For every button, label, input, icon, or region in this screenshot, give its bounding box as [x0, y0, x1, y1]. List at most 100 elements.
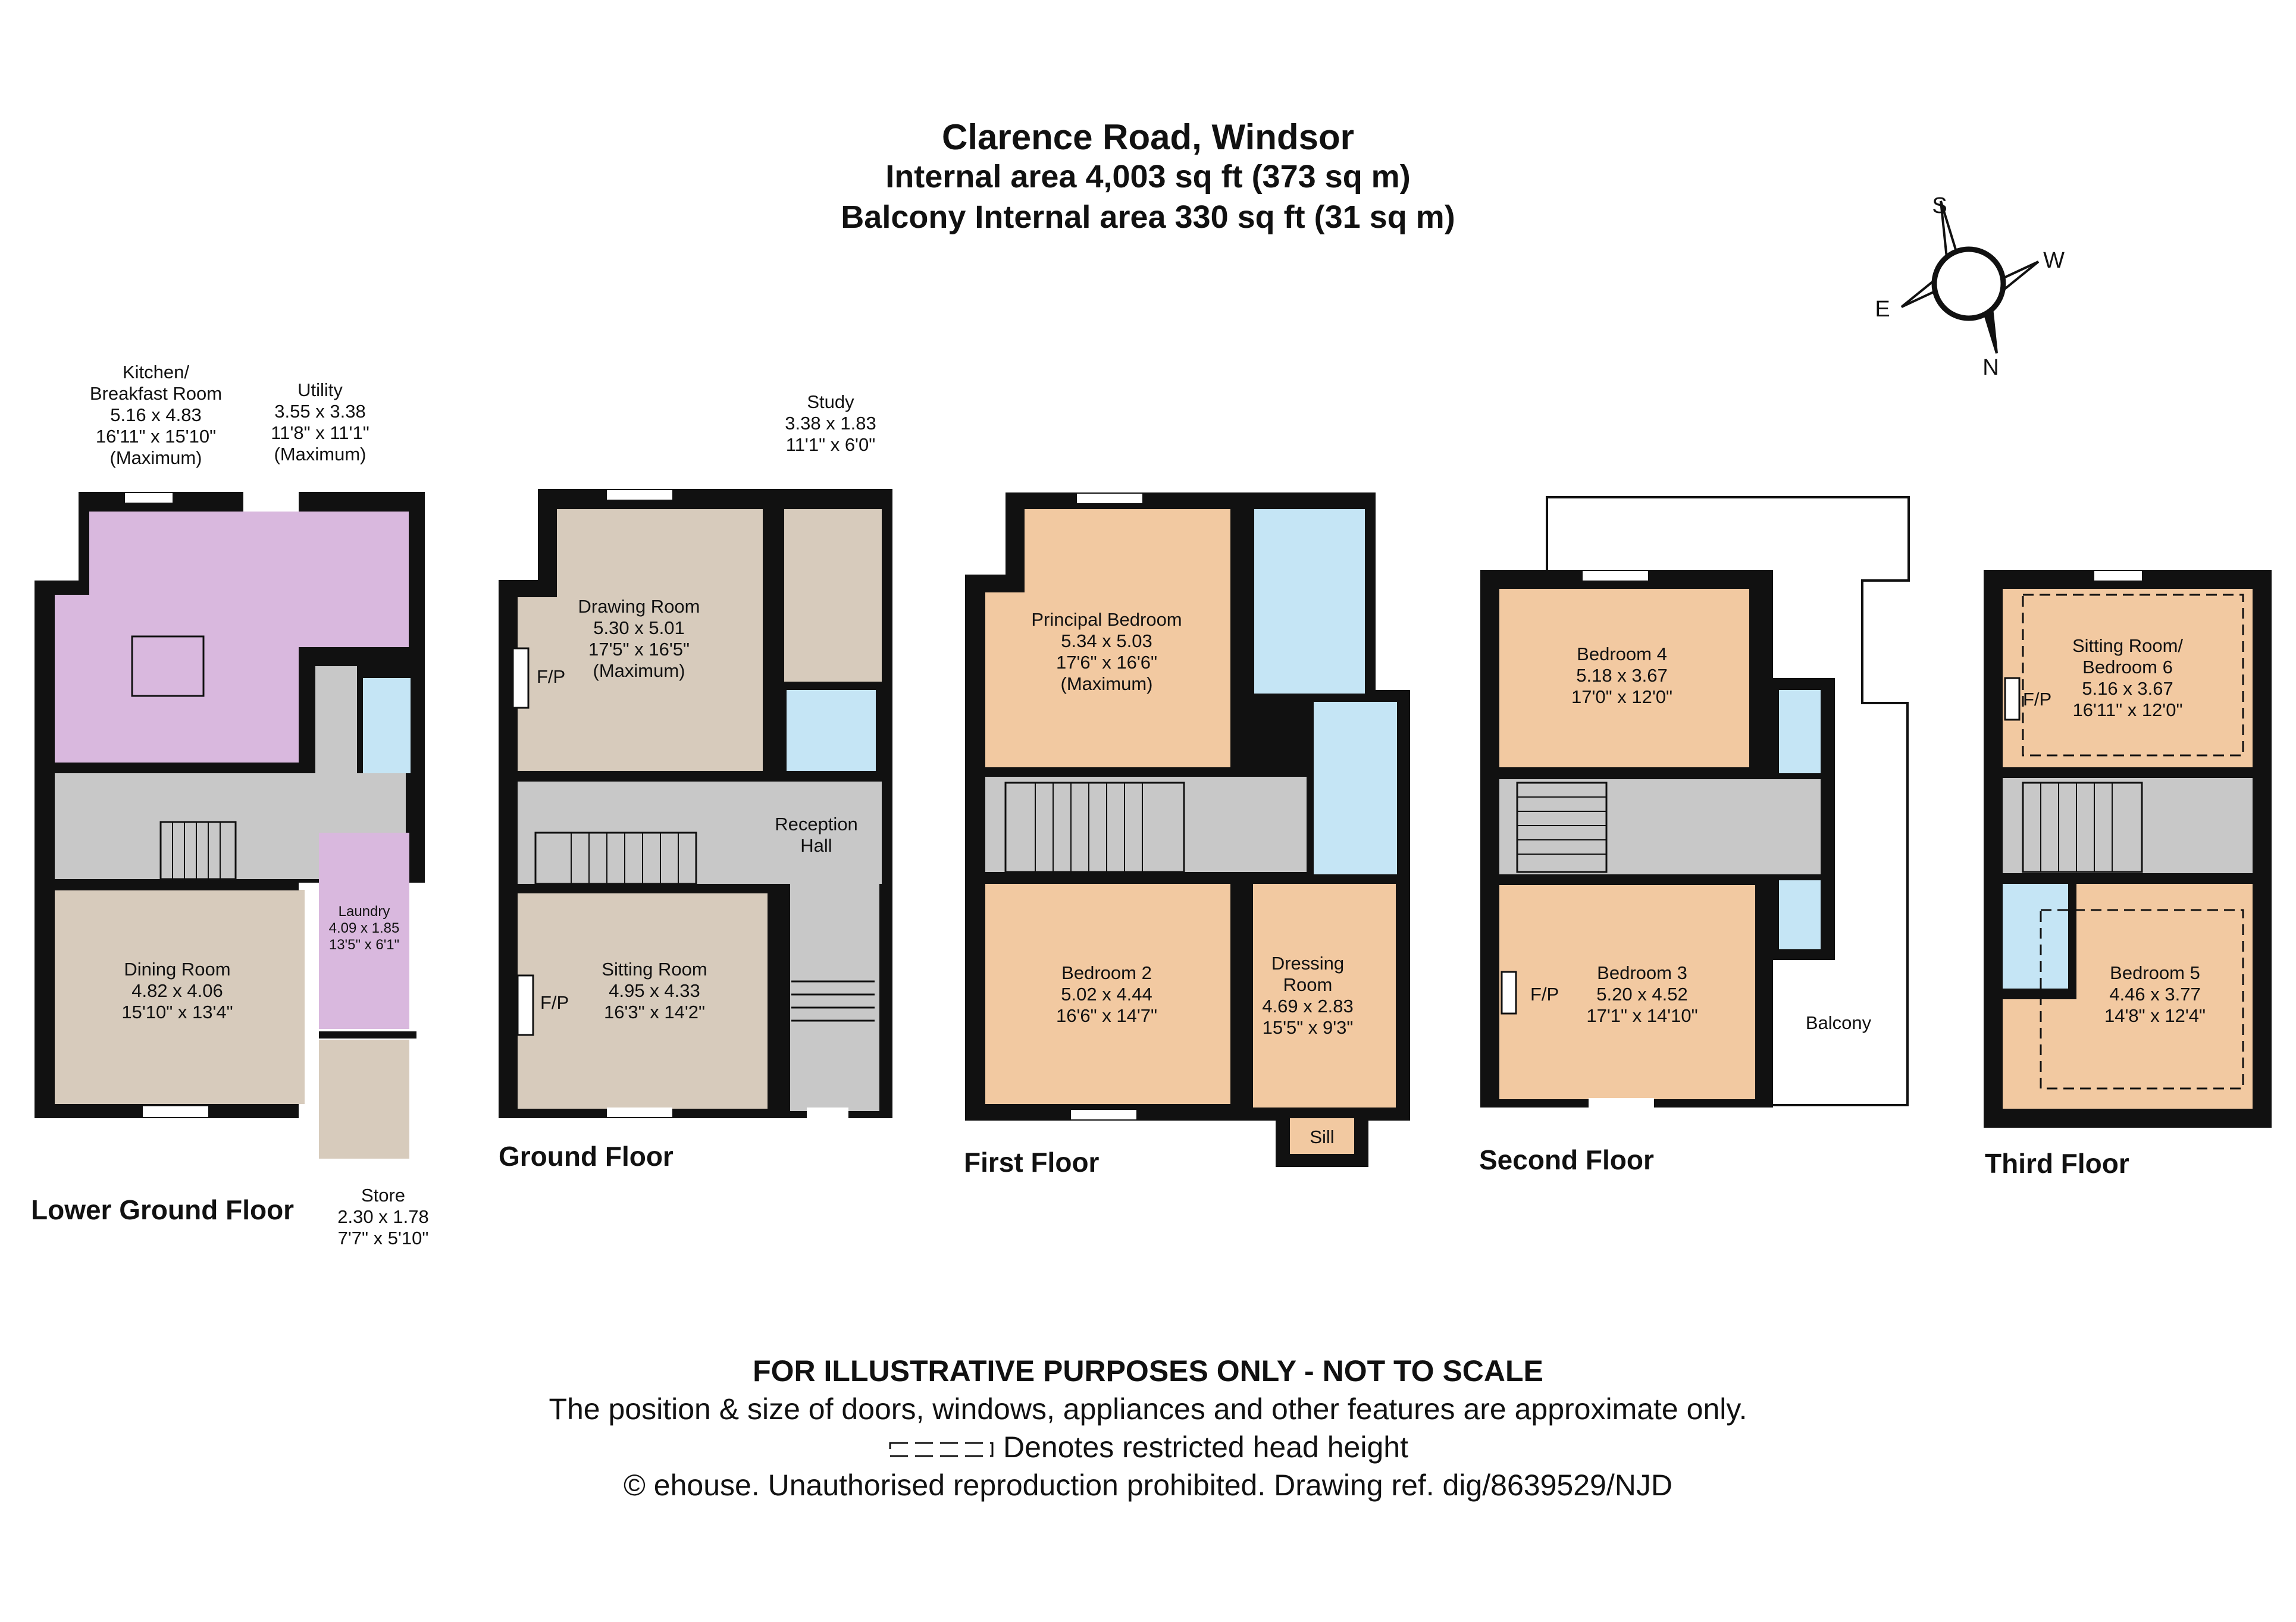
utility-label-4: (Maximum): [274, 444, 367, 465]
balcony-label: Balcony: [1806, 1012, 1872, 1033]
ff-window-top: [1077, 494, 1142, 503]
compass-label-w: W: [2043, 248, 2065, 273]
internal-area: Internal area 4,003 sq ft (373 sq m): [885, 159, 1411, 194]
tf-landing: [2003, 778, 2253, 873]
second-floor-title: Second Floor: [1479, 1144, 1654, 1175]
kitchen-label-5: (Maximum): [110, 447, 202, 468]
sitting6-label-4: 16'11" x 12'0": [2073, 699, 2183, 720]
ff-bedroom-2: [985, 884, 1230, 1104]
bedroom4-label-2: 5.18 x 3.67: [1576, 665, 1667, 686]
dining-label-3: 15'10" x 13'4": [121, 1002, 233, 1022]
lg-store: [319, 1040, 409, 1159]
sf-bedroom-4: [1499, 589, 1749, 767]
kitchen-label-2: Breakfast Room: [90, 383, 222, 404]
sf-stair-treads: [1517, 796, 1606, 855]
lg-utility-room: [235, 512, 409, 647]
ff-landing: [985, 777, 1307, 872]
dining-label-2: 4.82 x 4.06: [131, 980, 223, 1001]
tf-bathroom: [2003, 884, 2068, 989]
ff-stairs: [1004, 782, 1185, 873]
drawing-label-3: 17'5" x 16'5": [588, 639, 690, 660]
lower-ground-floor-title: Lower Ground Floor: [31, 1194, 294, 1225]
principal-label-4: (Maximum): [1061, 673, 1153, 694]
bedroom2-label-3: 16'6" x 14'7": [1056, 1005, 1157, 1026]
lg-island: [131, 635, 205, 697]
bedroom3-label-1: Bedroom 3: [1597, 962, 1687, 983]
tf-restricted-head-lower: [2040, 909, 2244, 1090]
sitting6-label-2: Bedroom 6: [2082, 657, 2173, 677]
second-floor-plan: [1480, 496, 1910, 1108]
lg-kitchen-upper: [89, 512, 238, 607]
position-note: The position & size of doors, windows, a…: [549, 1392, 1747, 1426]
ff-principal-bedroom: [985, 592, 1230, 767]
lg-dining-room: [55, 890, 305, 1104]
ff-stair-treads: [1035, 783, 1143, 872]
tf-bedroom-5-left: [2003, 999, 2086, 1109]
utility-label-2: 3.55 x 3.38: [274, 401, 365, 422]
laundry-label-3: 13'5" x 6'1": [329, 937, 399, 953]
lg-window-top: [125, 493, 173, 503]
compass: S W E N: [1875, 193, 2065, 380]
fp-sitting-label: F/P: [540, 992, 569, 1013]
principal-label-3: 17'6" x 16'6": [1056, 652, 1157, 673]
head-height-key: Denotes restricted head height: [0, 1430, 2296, 1464]
balcony-outline: [1546, 496, 1910, 1106]
bedroom4-label-1: Bedroom 4: [1577, 644, 1667, 664]
fp-drawing-label: F/P: [537, 666, 565, 687]
bedroom5-label-1: Bedroom 5: [2110, 962, 2200, 983]
gf-stair-treads: [571, 833, 679, 884]
lg-window-bottom: [143, 1106, 208, 1117]
kitchen-label-1: Kitchen/: [123, 362, 189, 382]
lg-wc: [363, 678, 411, 773]
ground-floor-plan: [499, 489, 892, 1118]
dressing-label-1: Dressing: [1271, 953, 1344, 974]
restricted-head-height-icon: [889, 1442, 994, 1457]
third-floor-title: Third Floor: [1985, 1148, 2129, 1179]
tf-fireplace: [2004, 677, 2021, 721]
sitting6-label-1: Sitting Room/: [2072, 635, 2183, 656]
gf-fireplace-sitting: [516, 974, 534, 1036]
gf-drawing-room: [557, 509, 763, 771]
bedroom5-label-3: 14'8" x 12'4": [2104, 1005, 2206, 1026]
store-label-3: 7'7" x 5'10": [338, 1228, 429, 1248]
compass-label-s: S: [1932, 193, 1947, 218]
plan-title: Clarence Road, Windsor: [942, 117, 1354, 157]
bedroom2-label-2: 5.02 x 4.44: [1061, 984, 1152, 1005]
principal-label-1: Principal Bedroom: [1031, 609, 1182, 630]
lg-stairs: [159, 821, 237, 880]
gf-reception-hall: [790, 782, 879, 1111]
drawing-label-1: Drawing Room: [578, 596, 700, 617]
ff-principal-upper: [1025, 509, 1230, 592]
disclaimer-text: FOR ILLUSTRATIVE PURPOSES ONLY - NOT TO …: [753, 1354, 1543, 1388]
principal-label-2: 5.34 x 5.03: [1061, 630, 1152, 651]
drawing-label-2: 5.30 x 5.01: [593, 617, 684, 638]
sf-bathroom-lower: [1779, 880, 1821, 949]
study-label-1: Study: [807, 391, 854, 412]
sitting-label-1: Sitting Room: [602, 959, 707, 980]
sf-window-top: [1583, 571, 1648, 581]
lg-stair-treads: [172, 822, 221, 879]
store-label-1: Store: [361, 1185, 405, 1206]
utility-label-3: 11'8" x 11'1": [271, 422, 369, 443]
dining-label-1: Dining Room: [124, 959, 230, 980]
sf-window-bottom: [1589, 1098, 1654, 1108]
dressing-label-4: 15'5" x 9'3": [1263, 1017, 1354, 1038]
tf-window-top: [2094, 571, 2142, 581]
gf-fireplace-drawing: [512, 647, 530, 709]
third-floor-plan: [1984, 570, 2272, 1128]
laundry-label-1: Laundry: [339, 903, 390, 920]
bedroom5-label-2: 4.46 x 3.77: [2109, 984, 2200, 1005]
drawing-label-4: (Maximum): [593, 660, 685, 681]
balcony-area: Balcony Internal area 330 sq ft (31 sq m…: [841, 199, 1455, 235]
ff-window-bottom: [1071, 1110, 1136, 1119]
store-label-2: 2.30 x 1.78: [337, 1206, 428, 1227]
ff-bath: [1314, 702, 1397, 874]
ground-floor-title: Ground Floor: [499, 1141, 674, 1172]
copyright-text: © ehouse. Unauthorised reproduction proh…: [624, 1469, 1672, 1502]
gf-front-steps: [791, 980, 875, 1022]
sf-bathroom-upper: [1779, 690, 1821, 773]
ff-sill-bay: [1290, 1118, 1354, 1154]
gf-sitting-room: [518, 893, 768, 1109]
gf-window-bottom: [607, 1108, 672, 1117]
